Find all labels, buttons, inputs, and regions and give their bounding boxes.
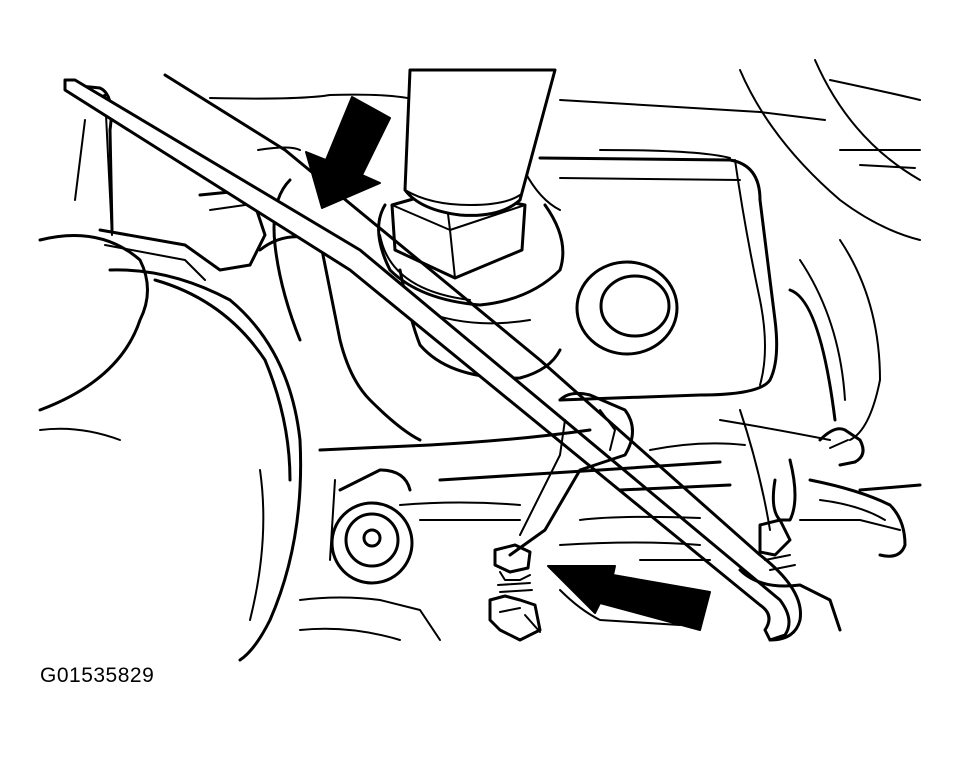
right-fittings	[649, 239, 922, 632]
socket-extension	[403, 68, 557, 217]
left-round-housing	[38, 234, 303, 662]
diagonal-rod	[63, 73, 802, 642]
arrow-up-left-icon	[547, 565, 711, 631]
engine-background-contours	[209, 59, 921, 241]
arrow-down-left-icon	[305, 96, 391, 209]
round-bushing	[299, 468, 441, 641]
figure-id-label: G01535829	[40, 664, 155, 687]
mount-bracket	[318, 391, 732, 557]
mount-bolt	[488, 543, 542, 642]
round-plug	[575, 260, 679, 356]
